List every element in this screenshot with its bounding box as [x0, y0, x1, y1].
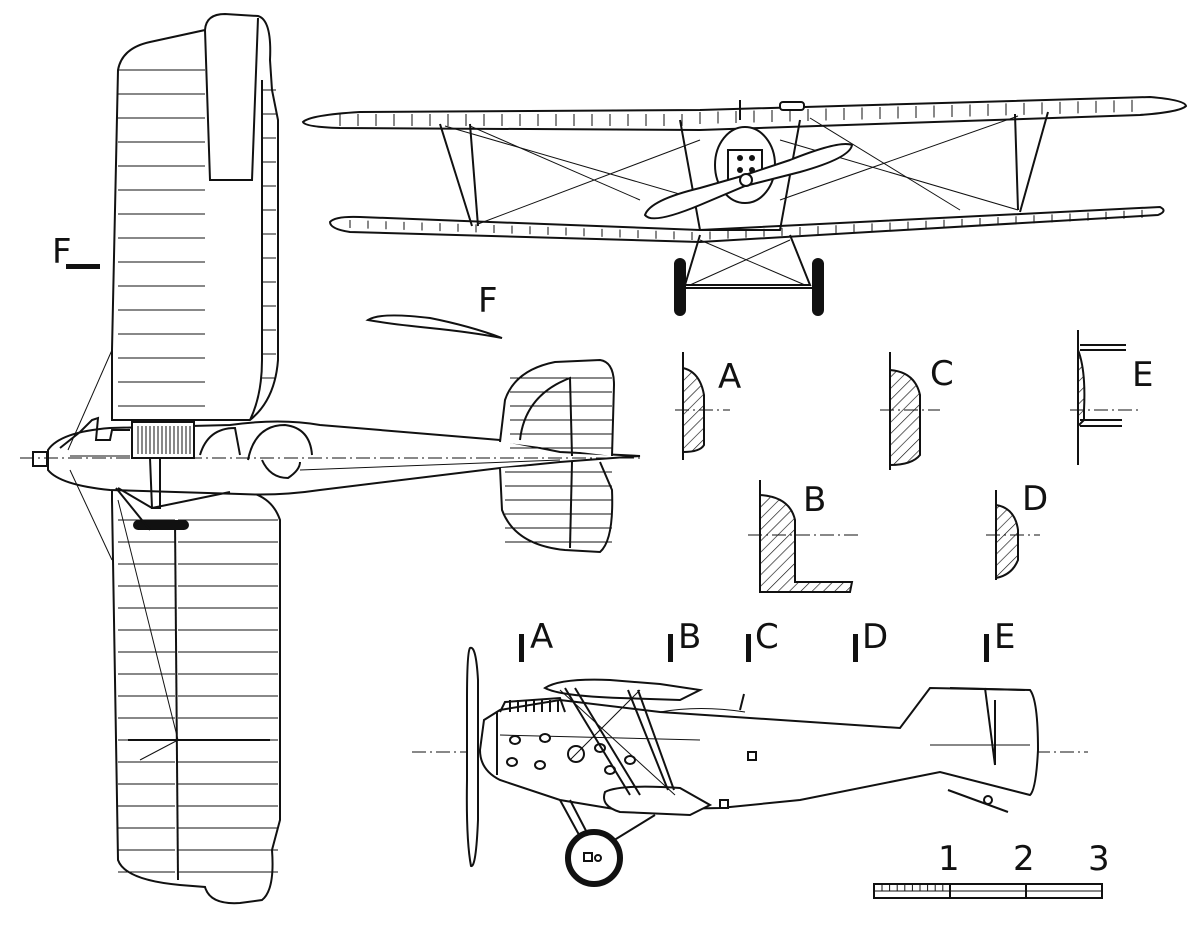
- side-view: A B C D E: [412, 617, 1088, 887]
- side-upper-wing: [543, 678, 704, 702]
- section-d: D: [986, 479, 1048, 580]
- section-c: C: [880, 352, 954, 470]
- section-f-marker-label: F: [52, 232, 72, 272]
- section-e: E: [1070, 330, 1153, 465]
- cowl-vent: [534, 760, 546, 770]
- station-c-label: C: [755, 617, 779, 657]
- section-a: A: [675, 352, 741, 460]
- section-e-label: E: [1132, 355, 1153, 395]
- front-wheel-left: [674, 258, 686, 316]
- cowl-vent: [509, 735, 521, 745]
- section-d-label: D: [1022, 479, 1048, 519]
- section-a-label: A: [718, 357, 741, 397]
- scale-bar: 1 2 3: [873, 839, 1110, 899]
- plan-lower-wing-bottom: [111, 489, 281, 905]
- plan-radiator: [131, 421, 195, 459]
- plan-upper-wing-top: [111, 12, 279, 421]
- station-a-label: A: [530, 617, 553, 657]
- plan-tailplane-bottom: [499, 461, 614, 554]
- front-view: [301, 95, 1188, 316]
- plan-wheel: [133, 520, 189, 530]
- cowl-vent: [539, 733, 551, 743]
- cowl-vent: [624, 755, 636, 765]
- front-wheel-right: [812, 258, 824, 316]
- side-propeller: [465, 646, 479, 867]
- front-lower-wing: [328, 205, 1165, 244]
- airfoil-section-f: F: [365, 281, 503, 339]
- station-e-label: E: [994, 617, 1015, 657]
- cowl-vent: [506, 757, 518, 767]
- station-markers: A B C D E: [519, 617, 1015, 662]
- section-f-profile-label: F: [478, 281, 498, 321]
- plan-tailplane-top: [499, 358, 616, 457]
- section-c-label: C: [930, 354, 954, 394]
- station-d-label: D: [862, 617, 888, 657]
- scale-label-2: 2: [1013, 839, 1035, 879]
- plan-view: F: [20, 12, 641, 905]
- scale-label-1: 1: [938, 839, 960, 879]
- station-b-label: B: [678, 617, 701, 657]
- side-lower-wing: [603, 785, 713, 817]
- scale-label-3: 3: [1088, 839, 1110, 879]
- section-b: B: [748, 480, 860, 593]
- section-b-label: B: [803, 480, 826, 520]
- front-upper-wing: [301, 95, 1188, 132]
